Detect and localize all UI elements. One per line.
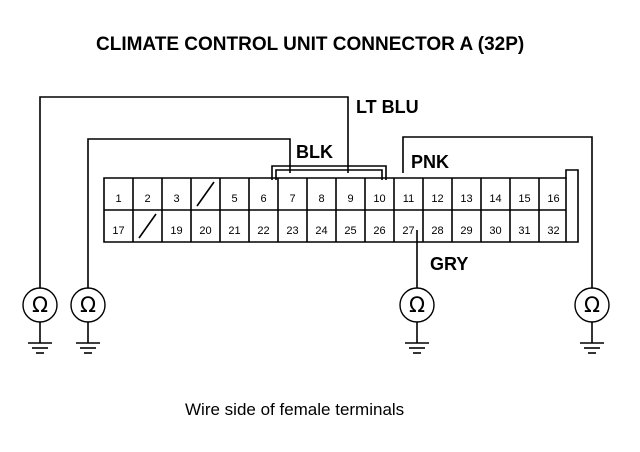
pin-number: 24 [315, 225, 327, 237]
blank-pin-slash [196, 181, 215, 207]
pin-number: 14 [489, 193, 501, 205]
pin-number: 3 [173, 193, 179, 205]
top-row-cell: 2 [132, 178, 151, 210]
bottom-row-cell: 26 [364, 210, 386, 242]
ground-icon [76, 322, 100, 354]
ground-icon [580, 322, 604, 354]
bottom-row-cell [132, 210, 157, 242]
pin-number: 21 [228, 225, 240, 237]
diagram-caption: Wire side of female terminals [185, 400, 404, 419]
pin-number: 30 [489, 225, 501, 237]
top-row-cell: 14 [480, 178, 502, 210]
wire-pnk [402, 136, 593, 288]
bottom-row-cell: 21 [219, 210, 241, 242]
pin-number: 9 [347, 193, 353, 205]
pin-number: 23 [286, 225, 298, 237]
pin-number: 13 [460, 193, 472, 205]
bottom-row-cell: 24 [306, 210, 328, 242]
diagram-title: CLIMATE CONTROL UNIT CONNECTOR A (32P) [96, 34, 524, 55]
pin-number: 1 [115, 193, 121, 205]
ohm-symbol: Ω [409, 293, 425, 317]
bottom-row-cell: 27 [393, 210, 415, 242]
pin-number: 17 [112, 225, 124, 237]
top-row-cell: 7 [277, 178, 296, 210]
bottom-row-cell: 20 [190, 210, 212, 242]
top-row-cell: 3 [161, 178, 180, 210]
pin-number: 16 [547, 193, 559, 205]
wire-label-blk: BLK [296, 142, 333, 162]
pin-number: 7 [289, 193, 295, 205]
top-row-cell: 8 [306, 178, 325, 210]
ground-icon [28, 322, 52, 354]
pin-number: 20 [199, 225, 211, 237]
top-row-cell: 6 [248, 178, 267, 210]
top-row-cell: 15 [509, 178, 531, 210]
pin-number: 31 [518, 225, 530, 237]
wire-lt-blu [39, 96, 349, 288]
pin-number: 28 [431, 225, 443, 237]
connector-lock-tab [271, 165, 387, 180]
bottom-row-cell: 23 [277, 210, 299, 242]
top-row-cell [190, 178, 215, 210]
bottom-row-cell: 17 [112, 225, 124, 237]
pin-number: 15 [518, 193, 530, 205]
pin-number: 6 [260, 193, 266, 205]
ohmmeter-4: Ω [574, 287, 610, 354]
top-row-cell: 9 [335, 178, 354, 210]
bottom-row-cell: 29 [451, 210, 473, 242]
pin-number: 32 [547, 225, 559, 237]
top-row-cell: 12 [422, 178, 444, 210]
bottom-row-cell: 22 [248, 210, 270, 242]
wire-label-pnk: PNK [411, 152, 449, 172]
pin-number: 8 [318, 193, 324, 205]
pin-number: 11 [403, 193, 414, 205]
wire-label-lt-blu: LT BLU [356, 97, 419, 117]
pin-number: 29 [460, 225, 472, 237]
connector-bottom-row: 17 19 20 21 22 23 24 25 26 27 28 29 30 31 32 [112, 210, 560, 242]
pin-number: 19 [170, 225, 182, 237]
pin-number: 5 [231, 193, 237, 205]
ohmmeter-2: Ω [70, 287, 106, 354]
ground-icon [405, 322, 429, 354]
pin-number: 26 [373, 225, 385, 237]
top-row-cell: 16 [538, 178, 560, 210]
ohm-symbol: Ω [32, 293, 48, 317]
pin-number: 27 [402, 225, 414, 237]
ohmmeter-3: Ω [399, 287, 435, 354]
pin-number: 22 [257, 225, 269, 237]
blank-pin-slash [138, 213, 157, 239]
top-row-cell: 5 [219, 178, 238, 210]
top-row-cell: 1 [115, 193, 121, 205]
top-row-cell: 13 [451, 178, 473, 210]
ohm-symbol: Ω [584, 293, 600, 317]
ohm-symbol: Ω [80, 293, 96, 317]
pin-number: 2 [144, 193, 150, 205]
top-row-cell: 11 [393, 178, 414, 210]
bottom-row-cell: 32 [538, 210, 560, 242]
pin-number: 10 [373, 193, 385, 205]
wire-label-gry: GRY [430, 254, 468, 274]
bottom-row-cell: 31 [509, 210, 531, 242]
bottom-row-cell: 30 [480, 210, 502, 242]
pin-number: 12 [431, 193, 443, 205]
wire-blk [87, 138, 291, 288]
top-row-cell: 10 [364, 178, 386, 210]
pin-number: 25 [344, 225, 356, 237]
bottom-row-cell: 28 [422, 210, 444, 242]
bottom-row-cell: 19 [161, 210, 183, 242]
ohmmeter-1: Ω [22, 287, 58, 354]
bottom-row-cell: 25 [335, 210, 357, 242]
